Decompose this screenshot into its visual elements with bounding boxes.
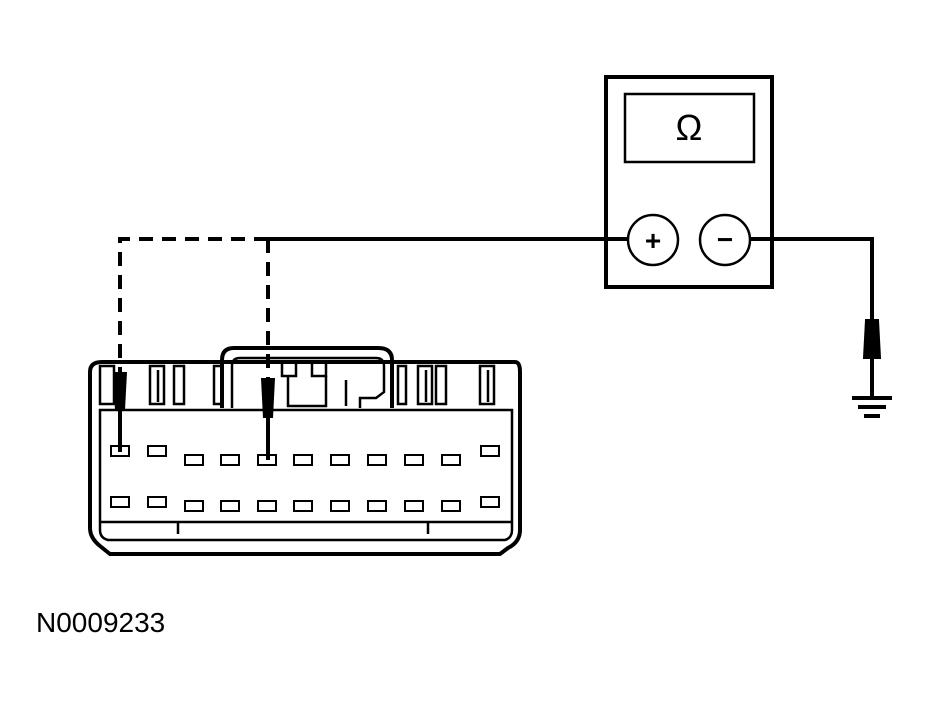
positive-lead bbox=[118, 237, 628, 378]
pin-cavity-bottom-5 bbox=[257, 500, 277, 512]
back-probe-right bbox=[261, 378, 275, 460]
pin-cavity-bottom-6 bbox=[293, 500, 313, 512]
pin-cavity-top-9 bbox=[404, 454, 424, 466]
negative-lead bbox=[750, 237, 882, 396]
pin-cavity-top-2 bbox=[147, 445, 167, 457]
pin-cavity-bottom-11 bbox=[480, 496, 500, 508]
pin-cavity-bottom-1 bbox=[110, 496, 130, 508]
pin-cavity-bottom-10 bbox=[441, 500, 461, 512]
pin-cavity-top-10 bbox=[441, 454, 461, 466]
negative-lead-wire bbox=[750, 237, 874, 320]
negative-terminal-symbol: − bbox=[717, 224, 733, 255]
ohmmeter: Ω + − bbox=[604, 75, 774, 289]
pin-cavity-bottom-3 bbox=[184, 500, 204, 512]
meter-housing bbox=[604, 75, 774, 289]
connector-latch bbox=[220, 346, 394, 408]
ground-probe bbox=[862, 319, 882, 359]
pin-cavity-bottom-9 bbox=[404, 500, 424, 512]
pin-cavity-bottom-2 bbox=[147, 496, 167, 508]
positive-terminal-symbol: + bbox=[645, 225, 661, 256]
pin-cavity-top-3 bbox=[184, 454, 204, 466]
positive-lead-dashed-left bbox=[118, 237, 268, 372]
back-probe-left bbox=[113, 372, 127, 452]
figure-id: N0009233 bbox=[36, 607, 165, 638]
pin-cavity-top-11 bbox=[480, 445, 500, 457]
ohm-symbol: Ω bbox=[676, 107, 703, 148]
connector-ribs bbox=[98, 364, 496, 406]
pin-cavity-top-4 bbox=[220, 454, 240, 466]
connector bbox=[88, 346, 522, 556]
connector-face bbox=[98, 408, 514, 542]
connector-pins bbox=[110, 445, 500, 512]
pin-cavity-top-7 bbox=[330, 454, 350, 466]
pin-cavity-bottom-7 bbox=[330, 500, 350, 512]
connector-body bbox=[88, 360, 522, 556]
ground-icon bbox=[852, 396, 892, 418]
pin-cavity-top-6 bbox=[293, 454, 313, 466]
pin-cavity-bottom-8 bbox=[367, 500, 387, 512]
pin-cavity-top-8 bbox=[367, 454, 387, 466]
meter-display bbox=[623, 92, 756, 164]
pin-cavity-bottom-4 bbox=[220, 500, 240, 512]
